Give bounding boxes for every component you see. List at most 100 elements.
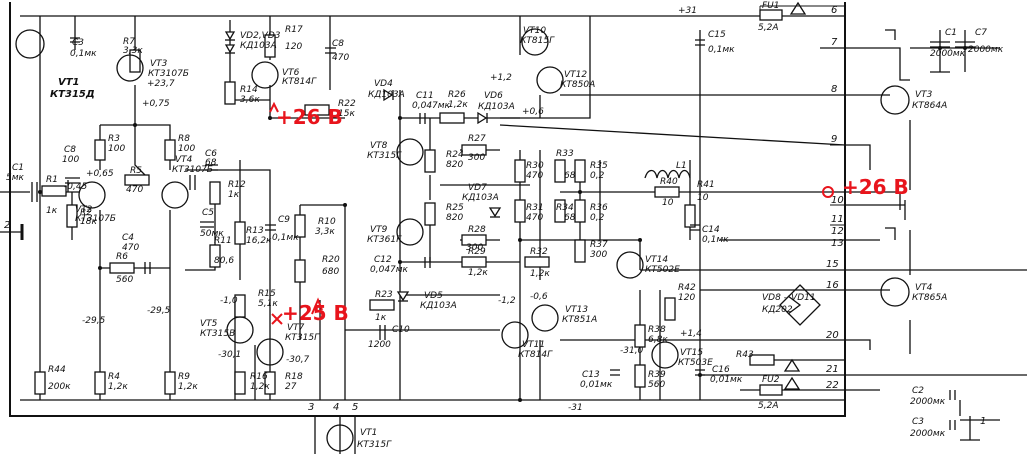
r22-ref: R22 <box>338 99 356 109</box>
pin-10: 10 <box>831 195 844 206</box>
r26-ref: R26 <box>448 90 466 100</box>
R41 <box>684 204 696 228</box>
vt11-ref: VT11 <box>522 340 545 350</box>
fu2-ref: FU2 <box>762 375 780 385</box>
r42-val: 120 <box>678 293 695 303</box>
r3-val: 100 <box>108 144 125 154</box>
note-v3: +23,7 <box>147 79 175 89</box>
note-v8: -29,5 <box>147 306 171 316</box>
c12-val: 0,047мк <box>370 265 409 275</box>
fuses <box>759 1 807 396</box>
R33 <box>554 159 566 183</box>
vd8-val: КД202 <box>762 305 793 315</box>
r6-ref: R6 <box>116 252 128 262</box>
FU2 <box>759 384 783 396</box>
R8 <box>164 139 176 161</box>
vd7-ref: VD7 <box>468 183 487 193</box>
r26-val: 1,2к <box>448 100 468 110</box>
R11 <box>209 244 221 268</box>
junction-dots <box>38 46 967 402</box>
R22 <box>304 104 330 116</box>
vt7-ref: VT7 <box>287 323 305 333</box>
vt13-ref: VT13 <box>565 305 588 315</box>
r42-ref: R42 <box>678 283 696 293</box>
r1-val: 1к <box>46 206 58 216</box>
R38 <box>634 324 646 348</box>
vt2-ref: VT2 <box>75 205 93 215</box>
c1b-ref: C1 <box>945 28 957 38</box>
r12-ref: R12 <box>228 180 246 190</box>
R2 <box>66 204 78 228</box>
c3b-ref: C3 <box>72 38 84 48</box>
r8-val: 100 <box>178 144 195 154</box>
c8-val: 100 <box>62 155 79 165</box>
pin-11: 11 <box>831 214 844 225</box>
vt14-ref: VT14 <box>645 255 668 265</box>
r31-val: 470 <box>526 213 543 223</box>
r28-val: 300 <box>466 243 483 253</box>
r18-val: 27 <box>285 382 297 392</box>
r10-ref: R10 <box>318 217 336 227</box>
r15-val: 5,1к <box>258 299 278 309</box>
c12-ref: C12 <box>374 255 392 265</box>
annotation-26v-left: +26 В <box>276 105 343 129</box>
c5-val: 50мк <box>200 229 224 239</box>
r25-val: 820 <box>446 213 463 223</box>
R3 <box>94 139 106 161</box>
vt1-ref: VT1 <box>58 77 80 88</box>
vt15-type: КТ503Е <box>678 358 713 368</box>
r27-val: 300 <box>468 153 485 163</box>
vt8-ref: VT8 <box>370 141 388 151</box>
r10-val: 3,3к <box>315 227 335 237</box>
c8b-val: 470 <box>332 53 349 63</box>
board-frame <box>9 2 846 417</box>
r29-ref: R29 <box>468 247 486 257</box>
pin-13: 13 <box>831 238 844 249</box>
c8b-ref: C8 <box>332 39 344 49</box>
r25-ref: R25 <box>446 203 464 213</box>
r37-ref: R37 <box>590 240 608 250</box>
note-v12: +1,2 <box>490 73 512 83</box>
R37 <box>574 239 586 263</box>
r43-ref: R43 <box>736 350 754 360</box>
pin-4: 4 <box>333 402 339 413</box>
r36-val: 0,2 <box>590 213 605 223</box>
r33-ref: R33 <box>556 149 574 159</box>
R17 <box>264 34 276 58</box>
vt3o-type: КТ864А <box>912 101 947 111</box>
r4-val: 1,2к <box>108 382 128 392</box>
vd23-ref: VD2,VD3 <box>240 31 281 41</box>
c15-val: 0,1мк <box>708 45 735 55</box>
r11-val: 80,6 <box>214 256 234 266</box>
R4 <box>94 371 106 395</box>
c16-ref: C16 <box>712 365 730 375</box>
vt13-type: КТ851А <box>562 315 597 325</box>
r27-ref: R27 <box>468 134 486 144</box>
c2-val: 2000мк <box>910 397 946 407</box>
c3-val: 2000мк <box>910 429 946 439</box>
r9-val: 1,2к <box>178 382 198 392</box>
vt4o-ref: VT4 <box>915 283 933 293</box>
vd4-val: КД103А <box>368 90 405 100</box>
r4-ref: R4 <box>108 372 120 382</box>
fu1-val: 5,2А <box>758 23 778 33</box>
c10-ref: C10 <box>392 325 410 335</box>
R29 <box>461 256 487 268</box>
note-v2: -31 <box>568 403 583 413</box>
c7-ref: C7 <box>975 28 987 38</box>
R30 <box>514 159 526 183</box>
r41-val: 10 <box>697 193 709 203</box>
vt15-ref: VT15 <box>680 348 703 358</box>
pin-7: 7 <box>831 37 838 48</box>
vt6-type: КТ814Г <box>282 77 317 87</box>
vt1-type: КТ315Д <box>50 89 95 100</box>
vt4o-type: КТ865А <box>912 293 947 303</box>
vt2-type: КТ3107Б <box>75 214 116 224</box>
vt12-type: КТ850А <box>560 80 595 90</box>
r20-ref: R20 <box>322 255 340 265</box>
vt9-type: КТ361Г <box>367 235 402 245</box>
vt12-ref: VT12 <box>564 70 587 80</box>
vt10-ref: VT10 <box>523 26 546 36</box>
r36-ref: R36 <box>590 203 608 213</box>
note-v7: -29,5 <box>82 316 106 326</box>
